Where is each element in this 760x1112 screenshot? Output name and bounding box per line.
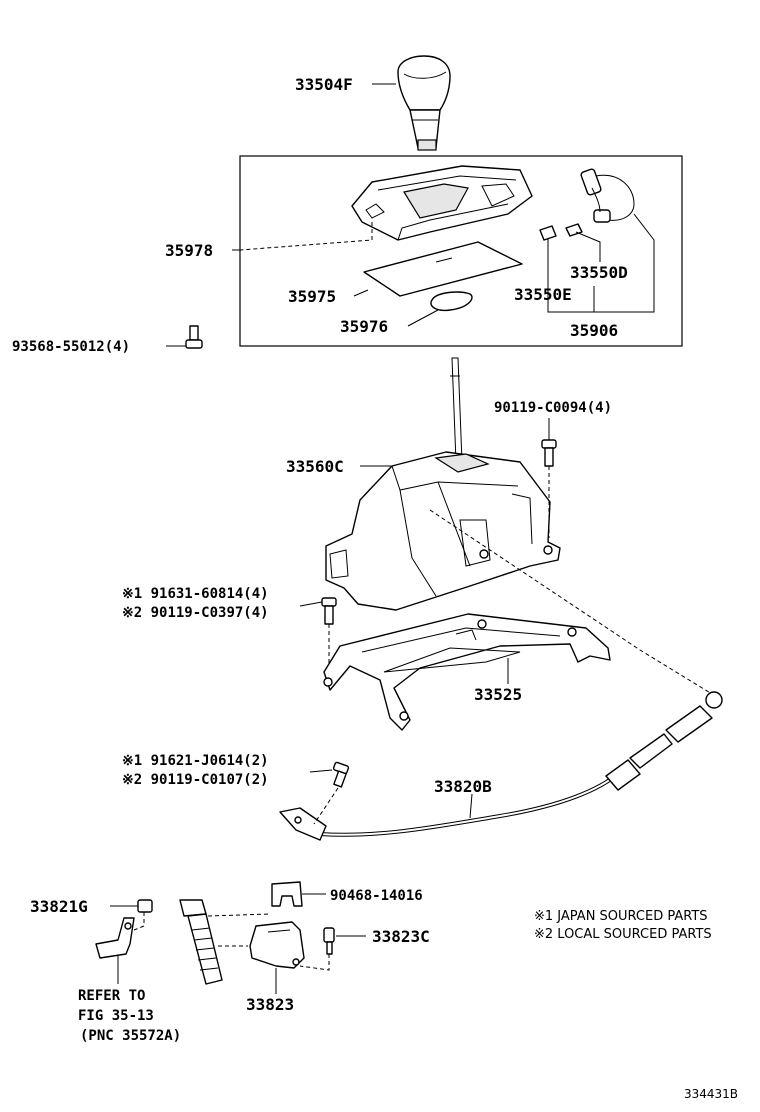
dash-90468 <box>207 913 271 917</box>
indicator-plate <box>363 241 523 297</box>
label-90119-c0107: ※2 90119-C0107(2) <box>122 772 269 788</box>
indicator-housing <box>351 165 533 241</box>
screw-93568 <box>185 325 203 349</box>
leader-33550D <box>575 231 601 262</box>
lens <box>430 291 473 312</box>
label-35976: 35976 <box>340 317 388 336</box>
dash-91621 <box>313 787 339 825</box>
label-90119-c0094: 90119-C0094(4) <box>494 400 612 416</box>
shift-knob <box>397 55 451 151</box>
cable-clamp <box>95 917 135 959</box>
leader-35906 <box>547 213 655 313</box>
label-33823: 33823 <box>246 995 294 1014</box>
note-local-sourced: ※2 LOCAL SOURCED PARTS <box>534 927 712 942</box>
leader-35976 <box>407 309 439 327</box>
dash-cable-route <box>429 509 713 695</box>
label-35978: 35978 <box>165 241 213 260</box>
leader-91631 <box>299 601 323 607</box>
bolt-90119-c0094 <box>541 439 557 467</box>
label-33504F: 33504F <box>295 75 353 94</box>
label-33525: 33525 <box>474 685 522 704</box>
ref-line2: FIG 35-13 <box>78 1008 154 1024</box>
dash-33823C <box>299 954 330 971</box>
wire-harness <box>539 168 635 241</box>
label-90468: 90468-14016 <box>330 888 423 904</box>
leader-33820B <box>469 793 473 819</box>
label-33823C: 33823C <box>372 927 430 946</box>
label-33550E: 33550E <box>514 285 572 304</box>
ref-line3: (PNC 35572A) <box>80 1028 181 1044</box>
label-90119-c0397: ※2 90119-C0397(4) <box>122 605 269 621</box>
label-33550D: 33550D <box>570 263 628 282</box>
note-japan-sourced: ※1 JAPAN SOURCED PARTS <box>534 909 708 924</box>
diagram-code: 334431B <box>684 1087 738 1101</box>
mounting-bracket <box>323 613 611 731</box>
shift-lever-assembly <box>325 357 561 611</box>
label-33821G: 33821G <box>30 897 88 916</box>
bolt-91621 <box>332 761 350 788</box>
label-35906: 35906 <box>570 321 618 340</box>
bolt-91631 <box>321 597 337 625</box>
label-33820B: 33820B <box>434 777 492 796</box>
bolt-33823c <box>323 927 335 955</box>
leader-35978-b <box>239 222 373 251</box>
clip-90468 <box>271 881 303 907</box>
leader-91621 <box>309 769 333 773</box>
leader-35975 <box>353 289 369 297</box>
label-91621: ※1 91621-J0614(2) <box>122 753 269 769</box>
bracket-33823 <box>249 921 305 969</box>
bezel-assembly-box <box>239 155 683 347</box>
label-91631: ※1 91631-60814(4) <box>122 586 269 602</box>
dash-33821G <box>133 912 145 931</box>
label-93568: 93568-55012(4) <box>12 339 130 355</box>
label-33560C: 33560C <box>286 457 344 476</box>
control-cable <box>169 691 723 985</box>
label-35975: 35975 <box>288 287 336 306</box>
ref-line1: REFER TO <box>78 988 145 1004</box>
nut-33821g <box>137 899 153 913</box>
